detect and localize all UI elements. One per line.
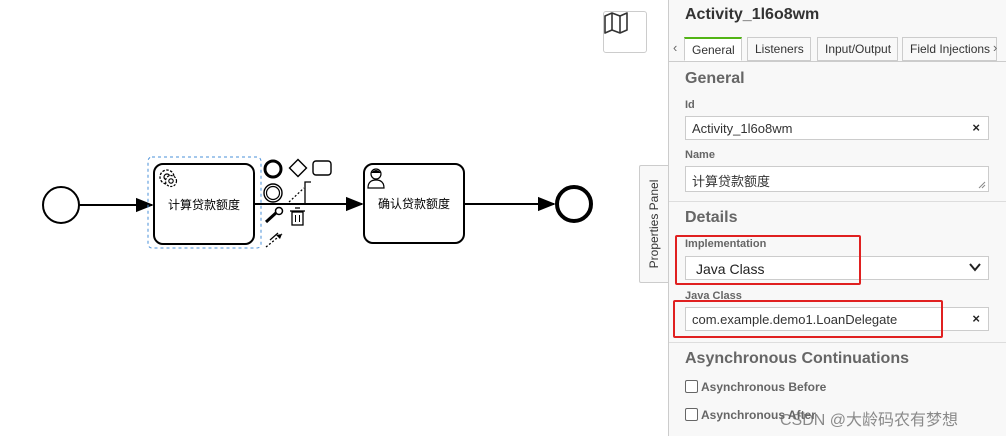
name-textarea[interactable]: 计算贷款额度: [685, 166, 989, 192]
panel-title: Activity_1l6o8wm: [685, 6, 820, 23]
end-event[interactable]: [555, 185, 593, 223]
implementation-label: Implementation: [685, 238, 767, 250]
tab-listeners[interactable]: Listeners: [747, 37, 811, 61]
java-class-clear-icon[interactable]: ×: [972, 311, 980, 326]
service-task[interactable]: 计算贷款额度: [153, 163, 255, 245]
map-icon: [604, 12, 628, 34]
id-input[interactable]: Activity_1l6o8wm ×: [685, 116, 989, 140]
connect-icon[interactable]: [265, 232, 283, 248]
service-task-label: 计算贷款额度: [168, 197, 240, 212]
diagram-svg: 计算贷款额度: [42, 156, 593, 249]
bpmn-canvas[interactable]: 计算贷款额度: [0, 0, 668, 436]
tab-input-output[interactable]: Input/Output: [817, 37, 899, 61]
start-event[interactable]: [42, 186, 80, 224]
async-after-row[interactable]: Asynchronous After: [685, 408, 816, 422]
resize-handle-icon[interactable]: [978, 181, 986, 189]
wrench-icon[interactable]: [264, 206, 284, 224]
user-task[interactable]: 确认贷款额度: [363, 163, 465, 244]
text-annotation-icon[interactable]: [288, 181, 311, 205]
tab-field-injections[interactable]: Field Injections: [902, 37, 998, 61]
name-label: Name: [685, 149, 715, 161]
tabs-divider: [669, 61, 1006, 62]
java-class-label: Java Class: [685, 290, 742, 302]
selection-outline: [147, 156, 262, 249]
context-pad: [263, 158, 332, 248]
end-event-icon[interactable]: [263, 159, 283, 179]
user-icon: [367, 168, 385, 189]
task-icon[interactable]: [312, 160, 332, 176]
properties-panel: Activity_1l6o8wm ‹ General Listeners Inp…: [668, 0, 1006, 436]
chevron-down-icon: [969, 263, 981, 272]
section-divider: [669, 201, 1006, 202]
properties-panel-toggle[interactable]: Properties Panel: [639, 165, 668, 283]
id-clear-icon[interactable]: ×: [972, 120, 980, 135]
details-heading: Details: [685, 209, 738, 226]
async-after-label: Asynchronous After: [701, 408, 816, 422]
user-task-label: 确认贷款额度: [378, 196, 450, 211]
tab-general[interactable]: General: [684, 37, 742, 61]
minimap-button[interactable]: [603, 11, 647, 53]
async-before-checkbox[interactable]: [685, 380, 698, 393]
name-value: 计算贷款额度: [692, 174, 771, 189]
intermediate-event-icon[interactable]: [263, 183, 283, 203]
java-class-input[interactable]: com.example.demo1.LoanDelegate ×: [685, 307, 989, 331]
implementation-value: Java Class: [696, 261, 765, 277]
async-after-checkbox[interactable]: [685, 408, 698, 421]
async-before-row[interactable]: Asynchronous Before: [685, 380, 826, 394]
async-heading: Asynchronous Continuations: [685, 350, 909, 367]
java-class-highlight: [673, 300, 943, 338]
java-class-value: com.example.demo1.LoanDelegate: [692, 312, 898, 327]
implementation-highlight: [675, 235, 861, 285]
id-value: Activity_1l6o8wm: [692, 121, 793, 136]
trash-icon[interactable]: [290, 207, 305, 226]
implementation-select[interactable]: Java Class: [685, 256, 989, 280]
watermark: CSDN @大龄码农有梦想: [780, 412, 959, 429]
tabs-scroll-left-icon[interactable]: ‹: [673, 40, 678, 55]
async-before-label: Asynchronous Before: [701, 380, 827, 394]
gear-icon: [159, 169, 178, 188]
tabs-scroll-right-icon[interactable]: ›: [993, 40, 998, 55]
tab-bar: ‹ General Listeners Input/Output Field I…: [669, 37, 1006, 61]
general-heading: General: [685, 70, 745, 87]
section-divider: [669, 342, 1006, 343]
id-label: Id: [685, 99, 695, 111]
gateway-icon[interactable]: [288, 158, 308, 178]
properties-panel-toggle-label: Properties Panel: [647, 179, 661, 269]
